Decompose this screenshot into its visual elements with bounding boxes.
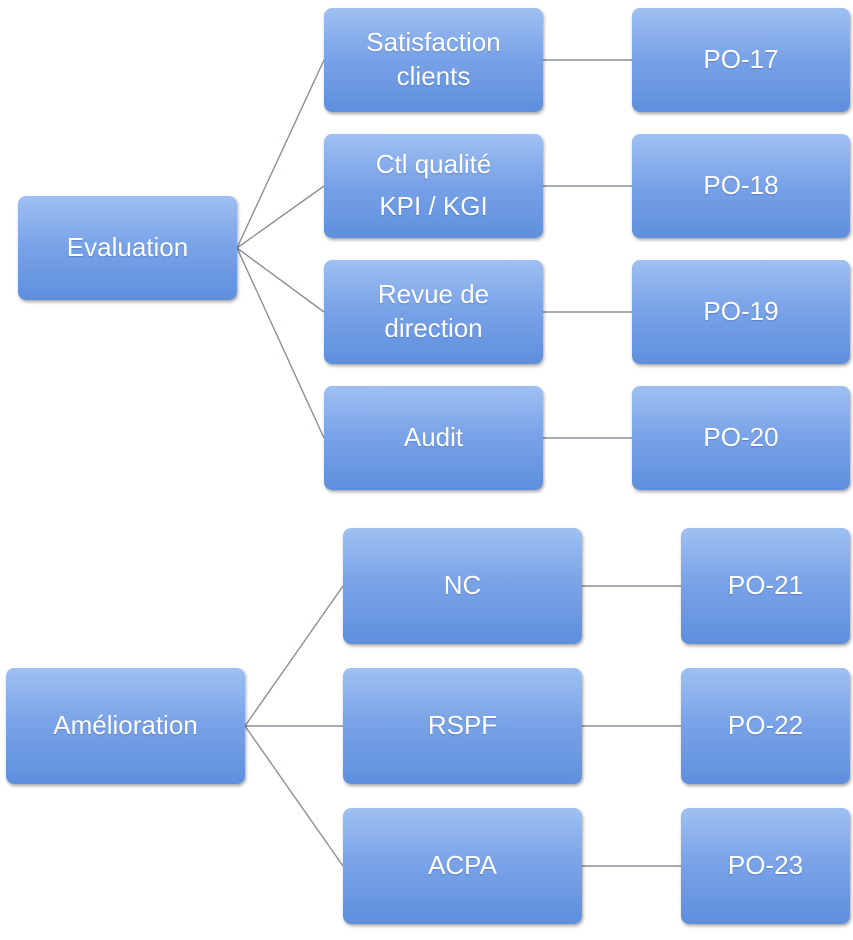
code-label: PO-23 <box>727 850 804 881</box>
root-label: Amélioration <box>53 710 198 741</box>
node-satisfaction-clients[interactable]: Satisfaction clients <box>324 8 543 112</box>
connector-evaluation-ctl-qualite <box>236 185 325 249</box>
node-label-line: ACPA <box>428 850 497 881</box>
code-node-po23[interactable]: PO-23 <box>681 808 850 924</box>
connector-evaluation-audit <box>236 247 325 439</box>
code-node-po22[interactable]: PO-22 <box>681 668 850 784</box>
code-node-po18[interactable]: PO-18 <box>632 134 850 238</box>
root-label: Evaluation <box>66 232 189 263</box>
code-node-po19[interactable]: PO-19 <box>632 260 850 364</box>
code-label: PO-18 <box>703 170 779 201</box>
node-ctl-qualite[interactable]: Ctl qualité KPI / KGI <box>324 134 543 238</box>
code-label: PO-19 <box>703 296 779 327</box>
node-acpa[interactable]: ACPA <box>343 808 582 924</box>
connector-amelioration-acpa <box>244 725 344 867</box>
root-node-evaluation[interactable]: Evaluation <box>18 196 237 300</box>
code-node-po20[interactable]: PO-20 <box>632 386 850 490</box>
node-label-line: NC <box>443 570 482 601</box>
node-revue-de-direction[interactable]: Revue de direction <box>324 260 543 364</box>
node-label-line: direction <box>384 313 483 343</box>
node-label-line: clients <box>396 61 471 91</box>
code-label: PO-20 <box>703 422 779 453</box>
code-node-po21[interactable]: PO-21 <box>681 528 850 644</box>
node-label-line: Ctl qualité <box>375 149 492 180</box>
node-rspf[interactable]: RSPF <box>343 668 582 784</box>
code-label: PO-22 <box>727 710 804 741</box>
node-audit[interactable]: Audit <box>324 386 543 490</box>
code-label: PO-17 <box>703 44 779 75</box>
connector-evaluation-revue <box>236 247 325 313</box>
code-node-po17[interactable]: PO-17 <box>632 8 850 112</box>
node-label-line: Revue de <box>377 279 490 310</box>
node-nc[interactable]: NC <box>343 528 582 644</box>
code-label: PO-21 <box>727 570 804 601</box>
node-label-line: KPI / KGI <box>379 191 488 221</box>
node-label-line: Audit <box>403 422 464 453</box>
root-node-amelioration[interactable]: Amélioration <box>6 668 245 784</box>
node-label-line: RSPF <box>427 710 498 741</box>
connector-evaluation-satisfaction <box>236 59 325 249</box>
node-label-line: Satisfaction <box>366 27 501 58</box>
connector-amelioration-nc <box>244 585 344 727</box>
